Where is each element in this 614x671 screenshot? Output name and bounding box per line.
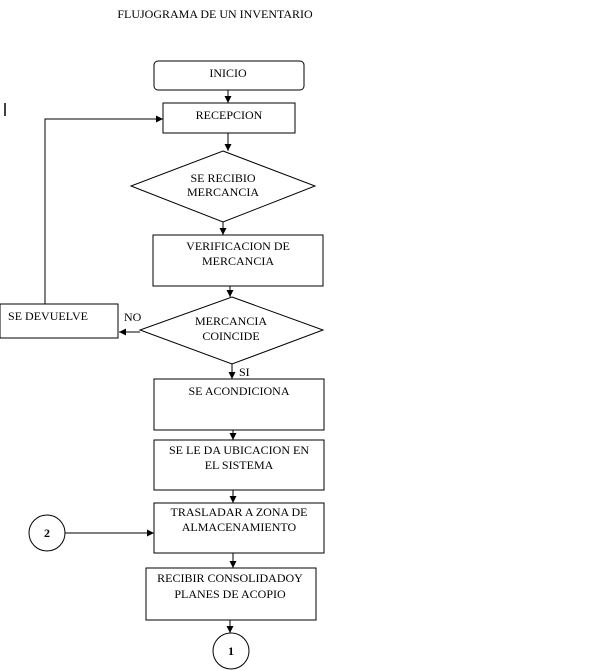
diagram-title: FLUJOGRAMA DE UN INVENTARIO (117, 7, 313, 21)
node-ubicacion: SE LE DA UBICACION EN EL SISTEMA (153, 439, 325, 491)
node-trasladar: TRASLADAR A ZONA DE ALMACENAMIENTO (153, 502, 325, 554)
node-coincide-line2: COINCIDE (202, 329, 259, 343)
node-se-recibio: SE RECIBIO MERCANCIA (129, 150, 317, 223)
node-coincide-line1: MERCANCIA (195, 314, 267, 328)
node-connector-1-label: 1 (228, 644, 234, 658)
node-acondiciona: SE ACONDICIONA (153, 378, 325, 431)
node-ubicacion-line2: EL SISTEMA (205, 458, 274, 472)
node-connector-2: 2 (28, 514, 66, 552)
edge-devuelve-recepcion (44, 115, 163, 304)
node-acondiciona-label: SE ACONDICIONA (188, 384, 289, 398)
node-coincide: MERCANCIA COINCIDE (138, 296, 325, 365)
node-ubicacion-line1: SE LE DA UBICACION EN (169, 443, 309, 457)
node-se-recibio-line1: SE RECIBIO (190, 171, 255, 185)
node-recepcion-label: RECEPCION (196, 108, 263, 122)
node-recepcion: RECEPCION (162, 102, 296, 134)
edge-label-si: SI (239, 365, 250, 379)
node-connector-2-label: 2 (44, 526, 50, 540)
node-se-devuelve: SE DEVUELVE (0, 303, 119, 339)
node-recibir-line1: RECIBIR CONSOLIDADOY (157, 571, 303, 585)
node-recibir-line2: PLANES DE ACOPIO (174, 587, 286, 601)
node-connector-1: 1 (212, 632, 250, 670)
edges (44, 90, 237, 633)
node-trasladar-line2: ALMACENAMIENTO (182, 520, 297, 534)
node-verificacion-line1: VERIFICACION DE (186, 239, 290, 253)
node-trasladar-line1: TRASLADAR A ZONA DE (170, 505, 307, 519)
node-verificacion: VERIFICACION DE MERCANCIA (152, 234, 324, 287)
side-panel (439, 0, 614, 671)
node-recibir: RECIBIR CONSOLIDADOY PLANES DE ACOPIO (145, 567, 317, 621)
edge-label-no: NO (124, 310, 142, 324)
node-verificacion-line2: MERCANCIA (202, 254, 274, 268)
node-inicio-label: INICIO (209, 66, 247, 80)
node-se-devuelve-label: SE DEVUELVE (8, 309, 88, 323)
node-se-recibio-line2: MERCANCIA (187, 185, 259, 199)
node-inicio: INICIO (153, 60, 305, 91)
